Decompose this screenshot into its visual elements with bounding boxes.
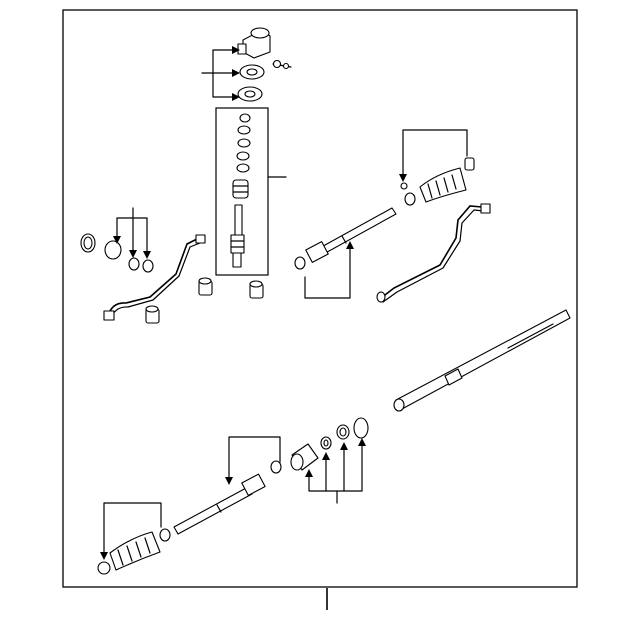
mount-bushing-left <box>198 277 213 296</box>
mount-bushing-lower <box>145 305 160 324</box>
fitting-cap <box>104 240 122 260</box>
oil-seal-upper <box>239 64 265 80</box>
boot-clamp-upper <box>404 192 416 206</box>
tie-rod-callout-bracket <box>304 241 354 299</box>
pinion-shaft <box>230 204 245 268</box>
rack-shaft <box>393 309 571 412</box>
tie-rod-nut-upper <box>294 256 306 270</box>
mount-bushing-right <box>249 280 264 299</box>
tie-rod-lower <box>173 473 266 535</box>
rack-bushing <box>290 443 319 471</box>
pinion-kit-box <box>215 107 269 276</box>
rack-o-ring <box>353 417 369 439</box>
rack-seal-b <box>336 424 350 440</box>
tie-rod-lower-callout-bracket <box>225 436 281 485</box>
seal-callout-bracket <box>201 46 240 101</box>
tie-rod-upper <box>305 207 397 263</box>
boot-upper-right <box>419 157 475 203</box>
valve-housing <box>237 27 271 59</box>
tie-rod-nut-lower <box>270 460 282 474</box>
boot-lower-left <box>97 531 161 575</box>
fitting-nut-a <box>128 257 140 271</box>
oil-seal-lower <box>237 86 263 102</box>
pressure-pipe-right <box>376 203 491 303</box>
pressure-pipe-left <box>103 234 206 321</box>
fitting-callout-bracket <box>113 207 151 259</box>
o-ring-left <box>80 233 96 253</box>
boot-callout-bracket <box>399 129 468 190</box>
housing-bolt <box>272 59 292 70</box>
rack-seal-a <box>320 436 332 450</box>
pinion-bearing <box>232 179 249 199</box>
boot-lower-callout-bracket <box>100 502 162 560</box>
pinion-washers <box>236 113 251 173</box>
boot-clamp-lower <box>159 528 171 542</box>
seal-kit-callout-bracket <box>305 438 366 504</box>
fitting-nut-b <box>142 259 154 273</box>
